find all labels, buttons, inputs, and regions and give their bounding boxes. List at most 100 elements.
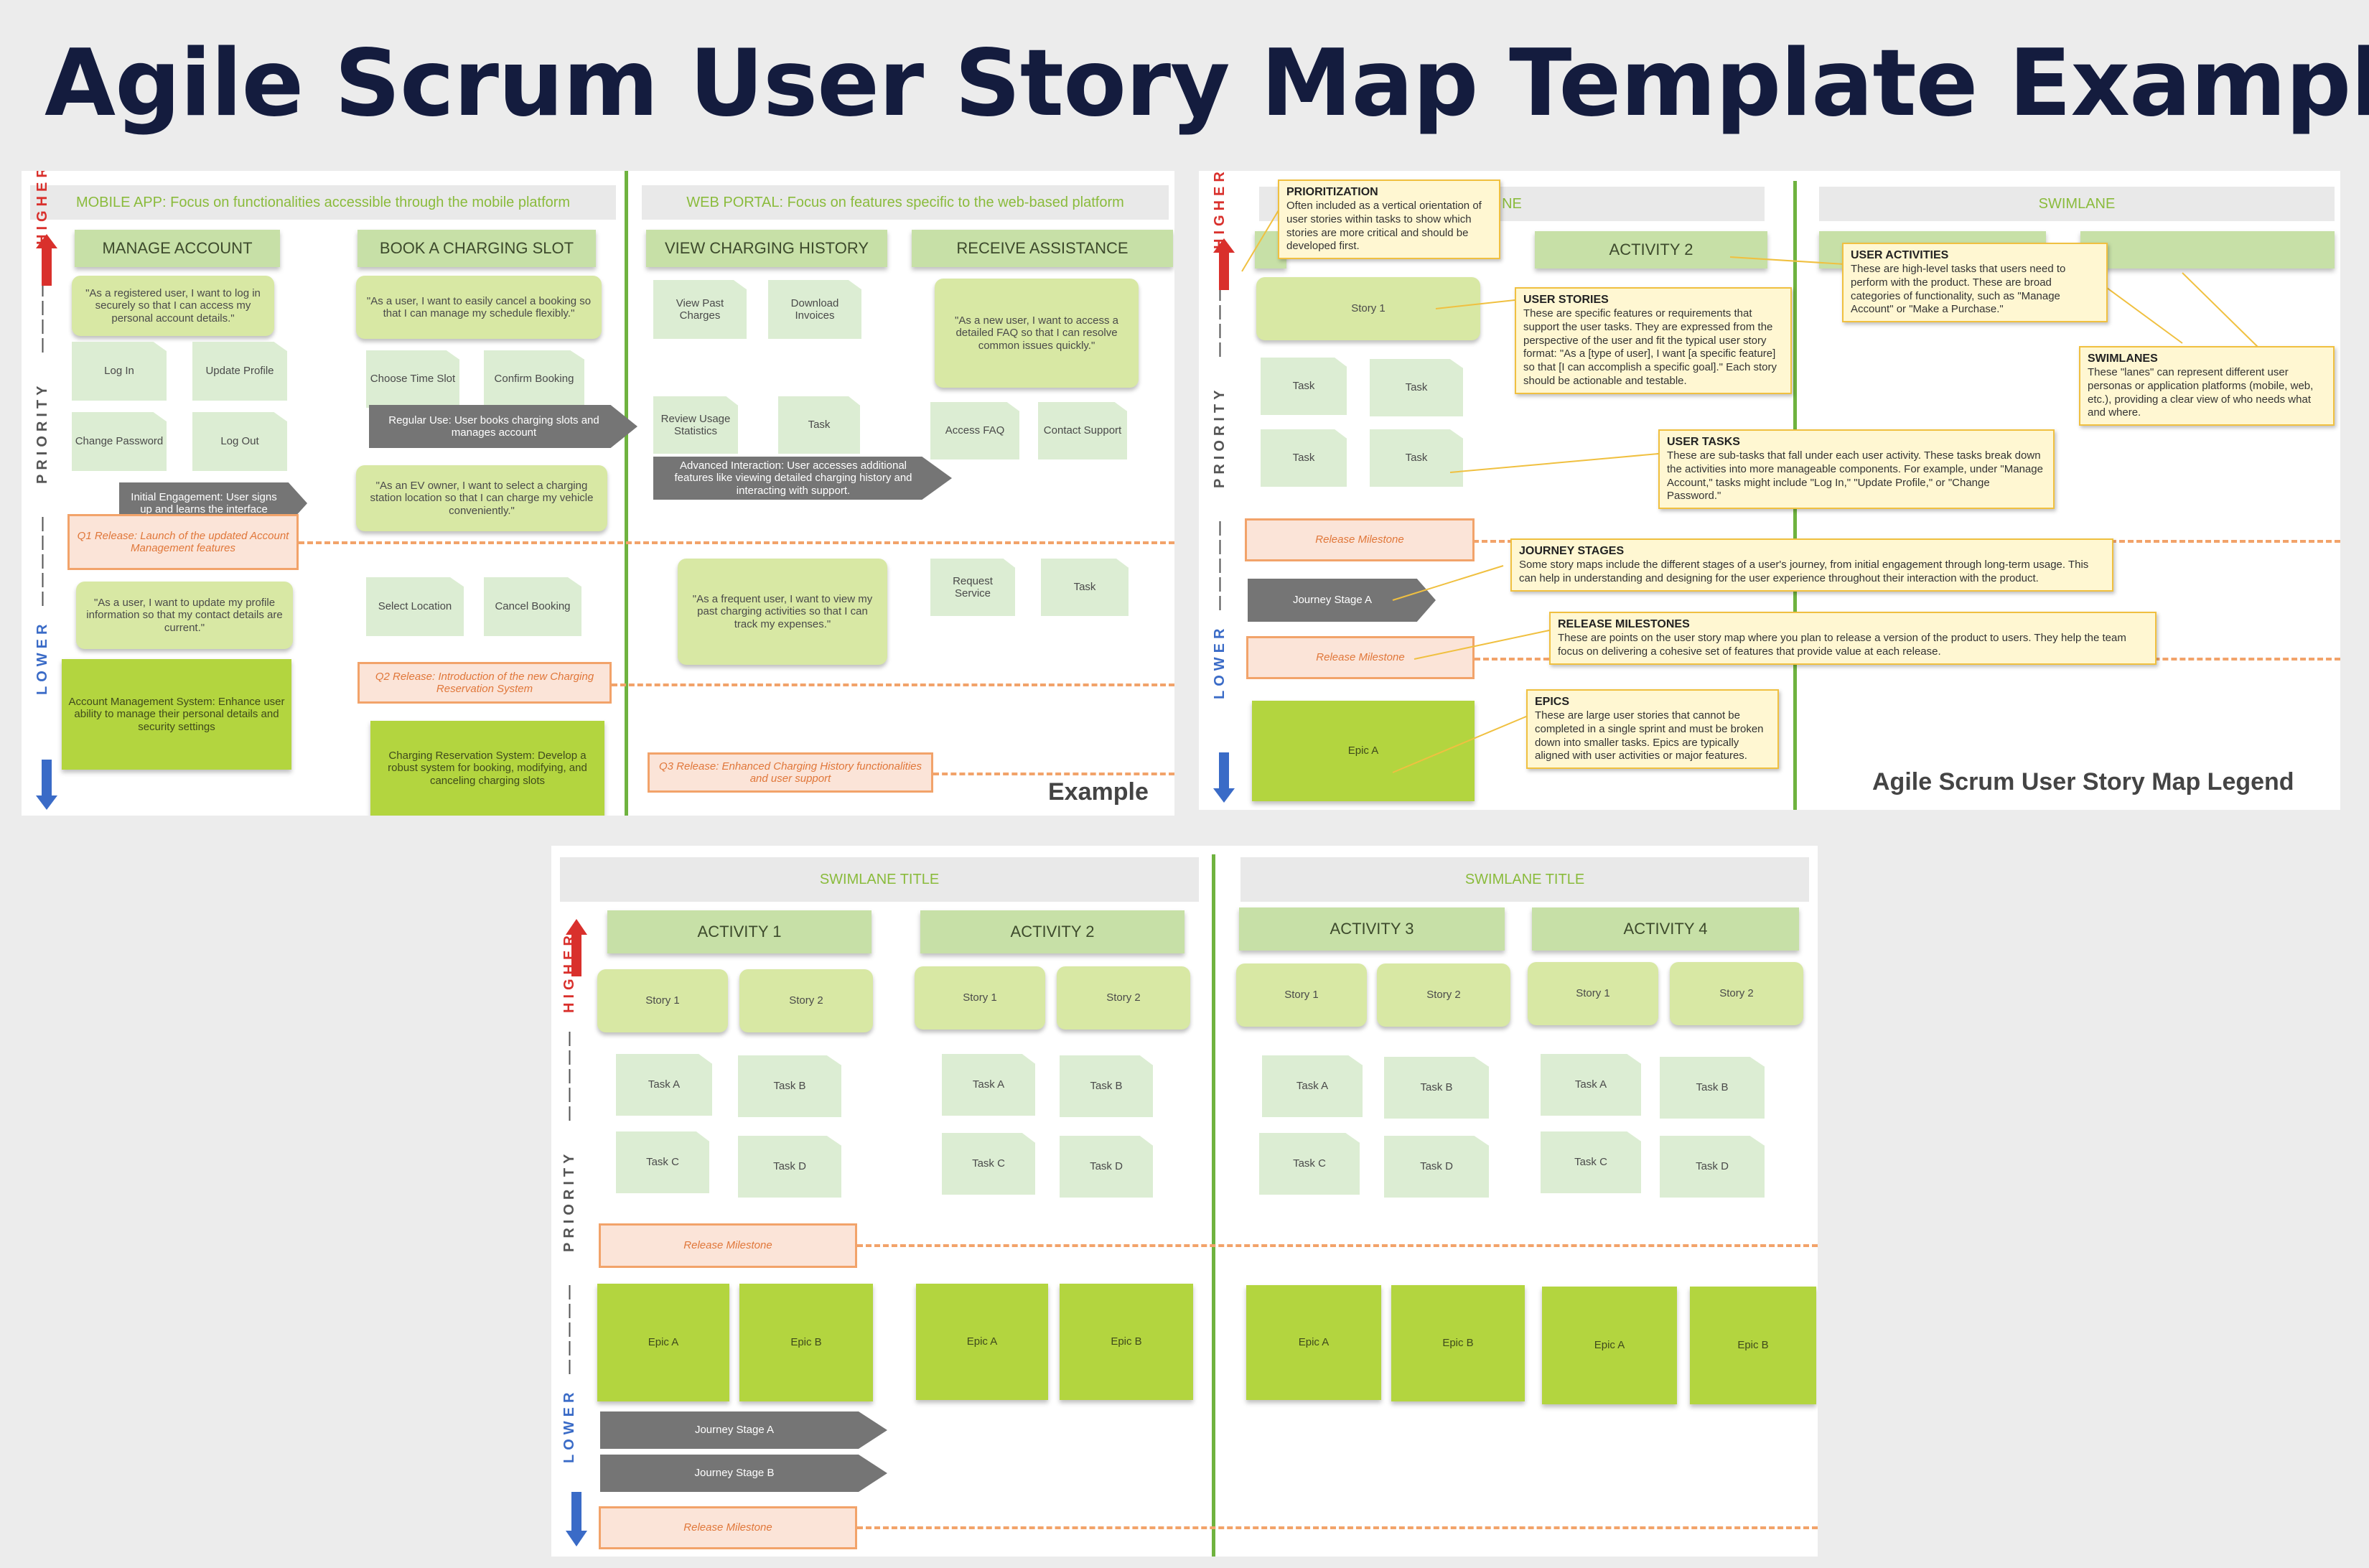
release-milestone: Release Milestone [1245,518,1475,561]
task-card: Log In [72,342,167,401]
release-line [857,1526,1818,1529]
legend-panel: NE SWIMLANE LOWER—————PRIORITY—————HIGHE… [1199,171,2340,810]
release-milestone: Q2 Release: Introduction of the new Char… [358,662,612,704]
release-line [857,1244,1818,1247]
swimlane-divider [625,171,628,816]
task-card: Task [1370,429,1463,487]
task-card: Task [778,396,860,454]
task-card: Download Invoices [768,280,861,339]
task-card: Task B [1384,1057,1489,1119]
connector-line [1392,565,1504,601]
story-card: "As an EV owner, I want to select a char… [356,465,607,531]
task-card: Review Usage Statistics [653,396,738,454]
task-card: Task [1370,359,1463,416]
task-card: Task A [1262,1055,1363,1117]
swimlane-b: SWIMLANE [1819,187,2335,221]
epic-card: Epic A [1542,1287,1677,1404]
connector-line [1435,299,1515,309]
connector-line [1729,256,1846,265]
story-card: Story 1 [1528,962,1658,1025]
legend-label: Agile Scrum User Story Map Legend [1872,768,2294,795]
epic-card: Epic B [1391,1285,1525,1401]
task-card: Task A [1541,1054,1641,1116]
priority-arrows [36,234,57,810]
epic-card: Epic A [916,1284,1048,1400]
journey-stage: Journey Stage A [600,1411,887,1449]
task-card: Update Profile [192,342,287,401]
task-card: Task D [1660,1136,1765,1198]
epic-card: Epic B [739,1284,873,1401]
epic-card: Charging Reservation System: Develop a r… [370,721,604,816]
activity-1: ACTIVITY 1 [607,910,872,953]
task-card: Task D [1060,1136,1153,1198]
journey-stage: Advanced Interaction: User accesses addi… [653,457,952,500]
page-title: Agile Scrum User Story Map Template Exam… [45,30,2369,137]
lower-arrow [36,760,57,810]
task-card: Select Location [366,577,464,636]
lower-arrow [1213,752,1235,803]
task-card: Confirm Booking [484,350,584,408]
task-card: Task [1261,429,1347,487]
swimlane-title-2: SWIMLANE TITLE [1240,857,1809,902]
journey-stage: Journey Stage A [1248,579,1436,622]
release-milestone: Release Milestone [599,1506,857,1549]
story-card: Story 2 [1670,962,1803,1025]
task-card: Task A [616,1054,712,1116]
activity-4: ACTIVITY 4 [1532,907,1799,951]
task-card: Task A [942,1054,1035,1116]
template-panel: SWIMLANE TITLE SWIMLANE TITLE LOWER—————… [551,846,1818,1557]
story-card: Story 2 [1057,966,1190,1030]
legend-connectors [1241,199,2262,773]
epic-card: Account Management System: Enhance user … [62,659,291,770]
higher-arrow [36,234,57,286]
task-card: Task B [1660,1057,1765,1119]
example-panel: MOBILE APP: Focus on functionalities acc… [22,171,1174,816]
epic-card: Epic A [1246,1285,1381,1400]
journey-stage: Regular Use: User books charging slots a… [369,405,637,448]
connector-line [2182,272,2262,351]
task-card: Task [1261,358,1347,415]
task-card: Choose Time Slot [366,350,459,408]
activity-4 [2080,231,2335,269]
task-card: Task D [1384,1136,1489,1198]
activity-2: ACTIVITY 2 [920,910,1184,953]
story-card: Story 1 [1236,963,1367,1027]
swimlane-mobile: MOBILE APP: Focus on functionalities acc… [30,185,616,220]
release-line [299,541,1174,544]
story-card: Story 1 [915,966,1045,1030]
task-card: Log Out [192,412,287,471]
task-card: Contact Support [1038,402,1127,459]
task-card: Task [1041,559,1129,616]
story-card: Story 2 [739,969,873,1032]
release-milestone: Q1 Release: Launch of the updated Accoun… [67,514,299,570]
release-line [933,773,1174,775]
story-card: "As a user, I want to easily cancel a bo… [356,276,602,339]
lower-arrow [566,1492,587,1546]
priority-arrows [1213,238,1235,803]
release-milestone: Release Milestone [599,1223,857,1268]
epic-card: Epic B [1060,1284,1193,1400]
task-card: Task B [738,1055,841,1117]
task-card: Task C [1541,1131,1641,1193]
task-card: Request Service [930,559,1015,616]
activity-receive-assistance: RECEIVE ASSISTANCE [912,230,1173,267]
example-label: Example [1048,778,1149,806]
priority-arrows [566,919,587,1546]
swimlane-title-1: SWIMLANE TITLE [560,857,1199,902]
swimlane-divider [1212,854,1215,1557]
story-card: "As a user, I want to update my profile … [76,582,293,649]
release-line [612,683,1174,686]
higher-arrow [566,919,587,976]
release-milestone: Release Milestone [1246,636,1475,679]
release-milestone: Q3 Release: Enhanced Charging History fu… [648,752,933,793]
story-card: "As a registered user, I want to log in … [72,276,274,336]
task-card: Cancel Booking [484,577,581,636]
story-card: Story 2 [1377,963,1510,1027]
activity-3: ACTIVITY 3 [1239,907,1505,951]
epic-card: Epic B [1690,1287,1816,1404]
